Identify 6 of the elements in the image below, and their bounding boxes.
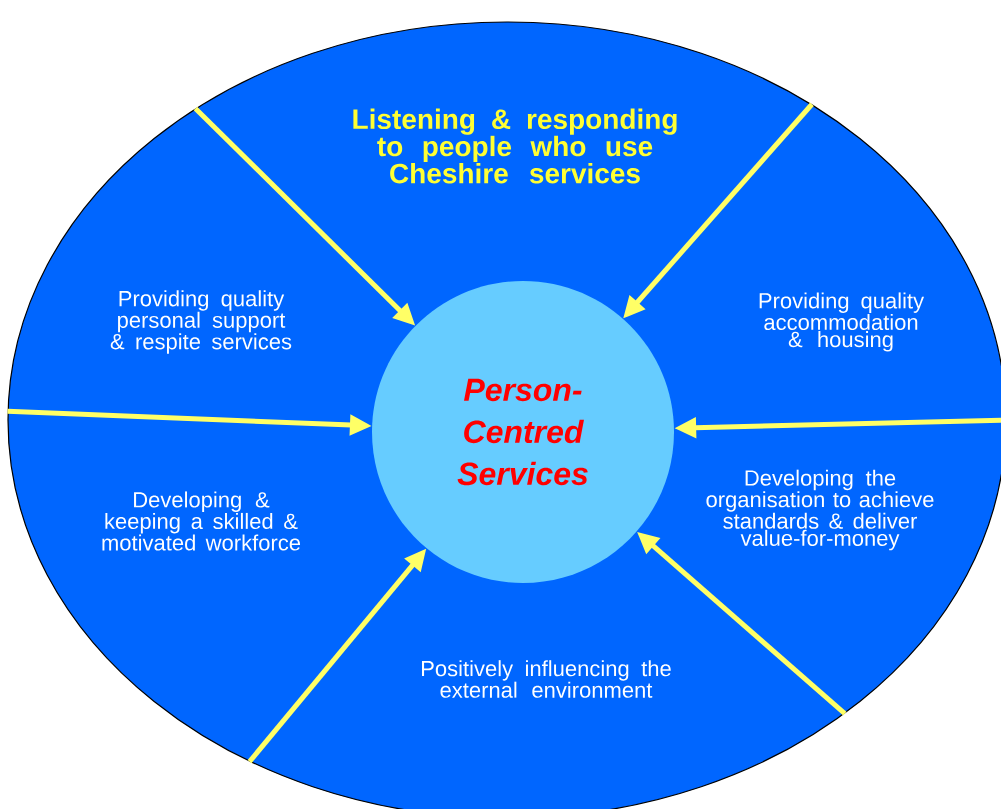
heading-text: Listening & responding to people who use Cheshire services <box>353 108 677 184</box>
segment-label: Positively influencing the external environment <box>422 660 671 698</box>
segment-label: Providing quality accommodation & housing <box>759 292 925 352</box>
segment-label: Providing quality personal support & respite services <box>110 290 292 354</box>
segment-label: Developing & keeping a skilled & motivated workforce <box>102 491 301 551</box>
segment-label: Developing the organisation to achieve standards & deliver value-for-money <box>706 469 934 551</box>
